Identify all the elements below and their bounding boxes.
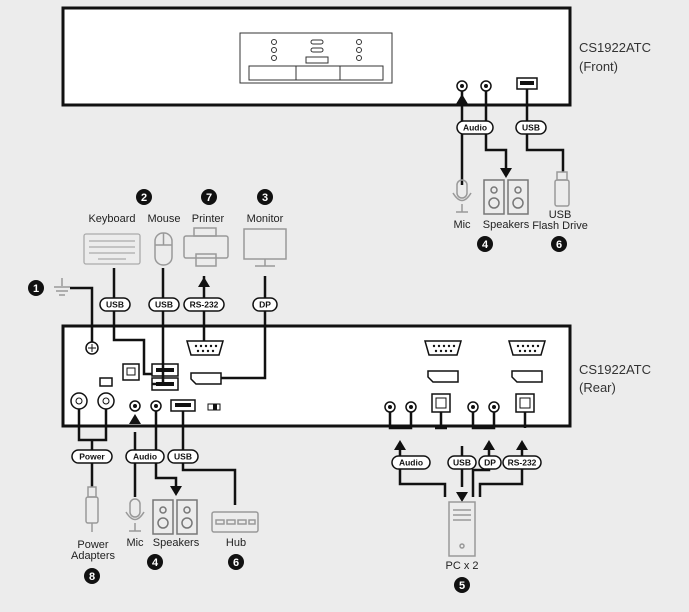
tag-usb-hub: USB xyxy=(167,449,199,464)
monitor-label: Monitor xyxy=(247,213,284,225)
svg-text:2: 2 xyxy=(141,192,147,204)
front-unit xyxy=(61,6,572,107)
power-adapters-label-1: Power xyxy=(77,539,109,551)
hub-label: Hub xyxy=(226,537,246,549)
front-view-label: (Front) xyxy=(579,59,618,74)
tag-power: Power xyxy=(71,449,113,464)
number-badge-1: 1 xyxy=(28,280,44,296)
front-model-label: CS1922ATC xyxy=(579,40,651,55)
svg-text:6: 6 xyxy=(233,557,239,569)
svg-text:RS-232: RS-232 xyxy=(508,458,537,468)
tag-audio-front: Audio xyxy=(456,120,494,135)
mic-rear-label: Mic xyxy=(126,537,144,549)
number-badge-2: 2 xyxy=(136,189,152,205)
number-badge-8: 8 xyxy=(84,568,100,584)
speakers-front-label: Speakers xyxy=(483,219,530,231)
svg-text:USB: USB xyxy=(155,300,173,310)
svg-text:4: 4 xyxy=(482,239,489,251)
speakers-icon-front xyxy=(483,179,529,215)
power-adapters-label-2: Adapters xyxy=(71,550,116,562)
tag-rs232-pc: RS-232 xyxy=(502,455,542,470)
rear-unit xyxy=(61,324,572,428)
pc-label: PC x 2 xyxy=(445,560,478,572)
tag-usb-front: USB xyxy=(515,120,547,135)
svg-text:RS-232: RS-232 xyxy=(190,300,219,310)
keyboard-icon xyxy=(83,233,141,265)
keyboard-label: Keyboard xyxy=(88,213,135,225)
printer-label: Printer xyxy=(192,213,225,225)
pc-tower-icon xyxy=(448,501,476,557)
rear-view-label: (Rear) xyxy=(579,380,616,395)
svg-text:Power: Power xyxy=(79,452,105,462)
svg-text:Audio: Audio xyxy=(399,458,423,468)
svg-text:USB: USB xyxy=(106,300,124,310)
usb-hub-icon xyxy=(211,511,259,533)
ground-icon xyxy=(54,278,70,296)
svg-text:USB: USB xyxy=(453,458,471,468)
svg-text:3: 3 xyxy=(262,192,268,204)
speakers-rear-label: Speakers xyxy=(153,537,200,549)
mic-icon-front xyxy=(452,179,472,213)
svg-text:1: 1 xyxy=(33,283,39,295)
svg-text:7: 7 xyxy=(206,192,212,204)
svg-text:USB: USB xyxy=(522,123,540,133)
tag-usb-mouse: USB xyxy=(148,297,180,312)
number-badge-6-front: 6 xyxy=(551,236,567,252)
number-badge-5: 5 xyxy=(454,577,470,593)
usb-flash-label-2: Flash Drive xyxy=(532,220,588,232)
svg-text:5: 5 xyxy=(459,580,465,592)
svg-text:6: 6 xyxy=(556,239,562,251)
tag-audio-rear: Audio xyxy=(125,449,165,464)
rear-model-label: CS1922ATC xyxy=(579,362,651,377)
tag-usb-pc: USB xyxy=(447,455,477,470)
number-badge-4-front: 4 xyxy=(477,236,493,252)
usb-flash-drive-icon xyxy=(554,171,570,207)
tag-dp-pc: DP xyxy=(478,455,502,470)
svg-text:Audio: Audio xyxy=(133,452,157,462)
number-badge-6-rear: 6 xyxy=(228,554,244,570)
svg-text:4: 4 xyxy=(152,557,159,569)
number-badge-7: 7 xyxy=(201,189,217,205)
usb-flash-label-1: USB xyxy=(549,209,572,221)
svg-text:Audio: Audio xyxy=(463,123,487,133)
tag-rs232-printer: RS-232 xyxy=(183,297,225,312)
printer-icon xyxy=(183,227,229,267)
number-badge-4-rear: 4 xyxy=(147,554,163,570)
number-badge-3: 3 xyxy=(257,189,273,205)
mic-icon-rear xyxy=(125,498,145,532)
mouse-label: Mouse xyxy=(147,213,180,225)
speakers-icon-rear xyxy=(152,499,198,535)
mouse-icon xyxy=(154,232,173,266)
arrowheads xyxy=(129,94,528,502)
mic-front-label: Mic xyxy=(453,219,471,231)
svg-text:DP: DP xyxy=(259,300,271,310)
tag-dp-monitor: DP xyxy=(252,297,278,312)
svg-text:8: 8 xyxy=(89,571,95,583)
svg-text:USB: USB xyxy=(174,452,192,462)
tag-audio-pc: Audio xyxy=(391,455,431,470)
svg-text:DP: DP xyxy=(484,458,496,468)
tag-usb-keyboard: USB xyxy=(99,297,131,312)
power-adapter-icon xyxy=(85,486,99,532)
monitor-icon xyxy=(243,228,287,267)
